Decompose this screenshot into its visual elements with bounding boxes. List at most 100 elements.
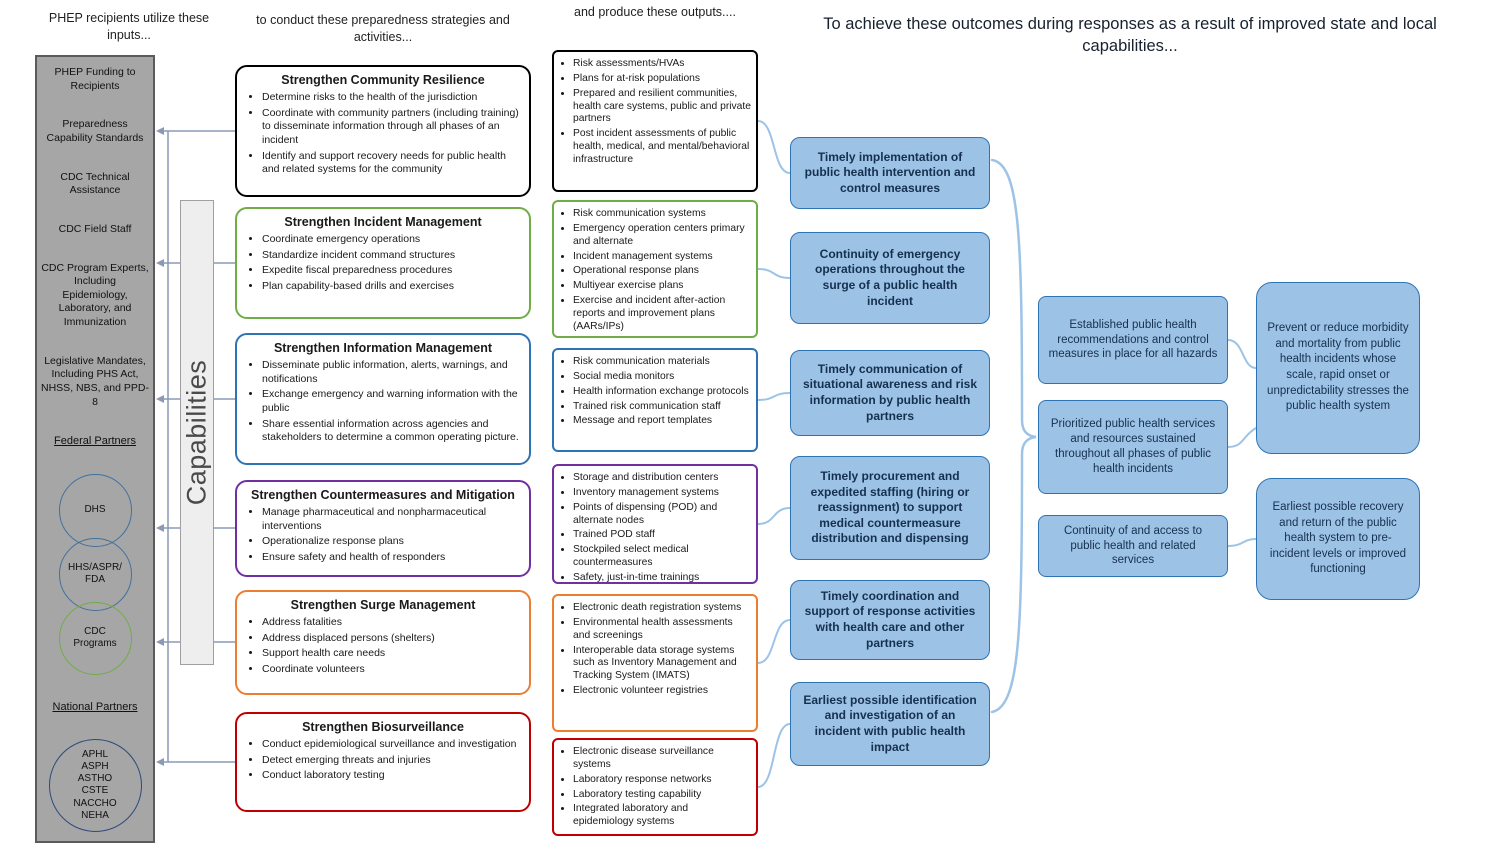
bullet-item: Multiyear exercise plans [573, 280, 751, 293]
input-item-cdc-field-staff: CDC Field Staff [58, 222, 132, 235]
strategy-box-information-management: Strengthen Information Management Dissem… [235, 333, 531, 465]
strategy-box-incident-management: Strengthen Incident Management Coordinat… [235, 207, 531, 319]
national-partner-aphl: APHL [81, 748, 109, 760]
bullet-item: Safety, just-in-time trainings [573, 572, 751, 585]
bullet-item: Exchange emergency and warning informati… [262, 388, 519, 415]
bullet-item: Trained risk communication staff [573, 401, 751, 414]
bullet-item: Plans for at-risk populations [573, 73, 751, 86]
bullet-item: Message and report templates [573, 415, 751, 428]
header-outcomes: To achieve these outcomes during respons… [823, 15, 1437, 56]
inputs-panel: PHEP Funding to Recipients Preparedness … [35, 55, 155, 843]
bullet-item: Conduct laboratory testing [262, 769, 519, 783]
impact-text: Earliest possible recovery and return of… [1269, 501, 1407, 576]
outcome-text: Earliest possible identification and inv… [803, 692, 977, 754]
strategy-bullet-list: Manage pharmaceutical and nonpharmaceuti… [247, 506, 519, 565]
bullet-item: Laboratory testing capability [573, 789, 751, 802]
output-bullet-list: Storage and distribution centers Invento… [556, 472, 751, 585]
bullet-item: Post incident assessments of public heal… [573, 128, 751, 167]
output-bullet-list: Risk communication materials Social medi… [556, 356, 751, 428]
bullet-item: Standardize incident command structures [262, 249, 519, 263]
bullet-item: Incident management systems [573, 251, 751, 264]
impact-text: Prevent or reduce morbidity and mortalit… [1267, 322, 1409, 413]
strategy-bullet-list: Determine risks to the health of the jur… [247, 91, 519, 177]
mid-to-impact-connectors [1227, 339, 1257, 547]
national-partners-circle: APHL ASPH ASTHO CSTE NACCHO NEHA [48, 738, 142, 832]
hhs-aspr-fda-circle: HHS/ASPR/ FDA [58, 537, 132, 611]
output-box-countermeasures-mitigation: Storage and distribution centers Invento… [552, 464, 758, 584]
bullet-item: Storage and distribution centers [573, 472, 751, 485]
output-box-surge-management: Electronic death registration systems En… [552, 594, 758, 732]
capability-outcome-text: Established public health recommendation… [1048, 318, 1218, 361]
bullet-item: Plan capability-based drills and exercis… [262, 280, 519, 294]
bullet-item: Electronic death registration systems [573, 602, 751, 615]
bullet-item: Support health care needs [262, 647, 519, 661]
bullet-item: Coordinate emergency operations [262, 233, 519, 247]
national-partner-astho: ASTHO [77, 773, 113, 785]
bullet-item: Risk communication materials [573, 356, 751, 369]
dhs-label: DHS [84, 504, 106, 516]
strategy-bullet-list: Disseminate public information, alerts, … [247, 359, 519, 445]
bullet-item: Stockpiled select medical countermeasure… [573, 544, 751, 570]
bullet-item: Interoperable data storage systems such … [573, 645, 751, 684]
output-box-information-management: Risk communication materials Social medi… [552, 348, 758, 452]
capability-outcome-box-prioritized-services: Prioritized public health services and r… [1038, 400, 1228, 494]
strategy-box-community-resilience: Strengthen Community Resilience Determin… [235, 65, 531, 197]
bullet-item: Address fatalities [262, 616, 519, 630]
outcome-text: Timely procurement and expedited staffin… [810, 469, 970, 546]
strategy-box-biosurveillance: Strengthen Biosurveillance Conduct epide… [235, 712, 531, 812]
strategy-bullet-list: Address fatalities Address displaced per… [247, 616, 519, 677]
header-strategies: to conduct these preparedness strategies… [256, 13, 510, 44]
bullet-item: Environmental health assessments and scr… [573, 617, 751, 643]
output-bullet-list: Electronic death registration systems En… [556, 602, 751, 698]
outcome-text: Timely coordination and support of respo… [804, 588, 976, 650]
impact-box-earliest-recovery: Earliest possible recovery and return of… [1256, 478, 1420, 600]
capabilities-label: Capabilities [181, 359, 212, 506]
bullet-item: Ensure safety and health of responders [262, 551, 519, 565]
outcomes-brace-connector [990, 158, 1037, 714]
outcome-box-timely-implementation: Timely implementation of public health i… [790, 137, 990, 209]
bullet-item: Manage pharmaceutical and nonpharmaceuti… [262, 506, 519, 533]
input-item-phep-funding: PHEP Funding to Recipients [54, 66, 136, 92]
bullet-item: Laboratory response networks [573, 774, 751, 787]
outcome-box-timely-procurement: Timely procurement and expedited staffin… [790, 456, 990, 560]
bullet-item: Risk communication systems [573, 208, 751, 221]
hhs-aspr-fda-label: HHS/ASPR/ FDA [68, 562, 122, 586]
outcome-box-earliest-identification: Earliest possible identification and inv… [790, 682, 990, 766]
bullet-item: Prepared and resilient communities, heal… [573, 88, 751, 127]
dhs-circle: DHS [58, 473, 132, 547]
capability-outcome-text: Prioritized public health services and r… [1050, 418, 1216, 475]
bullet-item: Share essential information across agenc… [262, 418, 519, 445]
output-bullet-list: Electronic disease surveillance systems … [556, 746, 751, 829]
bullet-item: Coordinate with community partners (incl… [262, 107, 519, 148]
national-partner-asph: ASPH [81, 761, 109, 773]
strategy-bullet-list: Coordinate emergency operations Standard… [247, 233, 519, 294]
outcome-text: Timely communication of situational awar… [802, 361, 978, 423]
header-outputs: and produce these outputs.... [574, 5, 736, 19]
bullet-item: Trained POD staff [573, 529, 751, 542]
federal-partners-label: Federal Partners [54, 435, 136, 448]
outcome-text: Timely implementation of public health i… [804, 149, 976, 195]
bullet-item: Points of dispensing (POD) and alternate… [573, 502, 751, 528]
capability-outcome-box-continuity-access: Continuity of and access to public healt… [1038, 515, 1228, 577]
bullet-item: Determine risks to the health of the jur… [262, 91, 519, 105]
output-box-incident-management: Risk communication systems Emergency ope… [552, 200, 758, 338]
input-item-cdc-program-experts: CDC Program Experts, Including Epidemiol… [41, 261, 149, 329]
bullet-item: Electronic volunteer registries [573, 685, 751, 698]
output-box-biosurveillance: Electronic disease surveillance systems … [552, 738, 758, 836]
strategy-box-countermeasures-mitigation: Strengthen Countermeasures and Mitigatio… [235, 480, 531, 577]
bullet-item: Social media monitors [573, 371, 751, 384]
national-partner-naccho: NACCHO [73, 797, 117, 809]
bullet-item: Health information exchange protocols [573, 386, 751, 399]
bullet-item: Integrated laboratory and epidemiology s… [573, 803, 751, 829]
bullet-item: Detect emerging threats and injuries [262, 754, 519, 768]
bullet-item: Electronic disease surveillance systems [573, 746, 751, 772]
strategy-title: Strengthen Community Resilience [281, 73, 485, 87]
strategy-title: Strengthen Information Management [273, 341, 493, 355]
bullet-item: Emergency operation centers primary and … [573, 223, 751, 249]
strategy-title: Strengthen Incident Management [284, 215, 482, 229]
national-partners-label: National Partners [52, 700, 138, 713]
outputs-to-outcomes-connectors [757, 120, 791, 788]
bullet-item: Inventory management systems [573, 487, 751, 500]
strategy-box-surge-management: Strengthen Surge Management Address fata… [235, 590, 531, 695]
capability-outcome-box-recommendations: Established public health recommendation… [1038, 296, 1228, 384]
